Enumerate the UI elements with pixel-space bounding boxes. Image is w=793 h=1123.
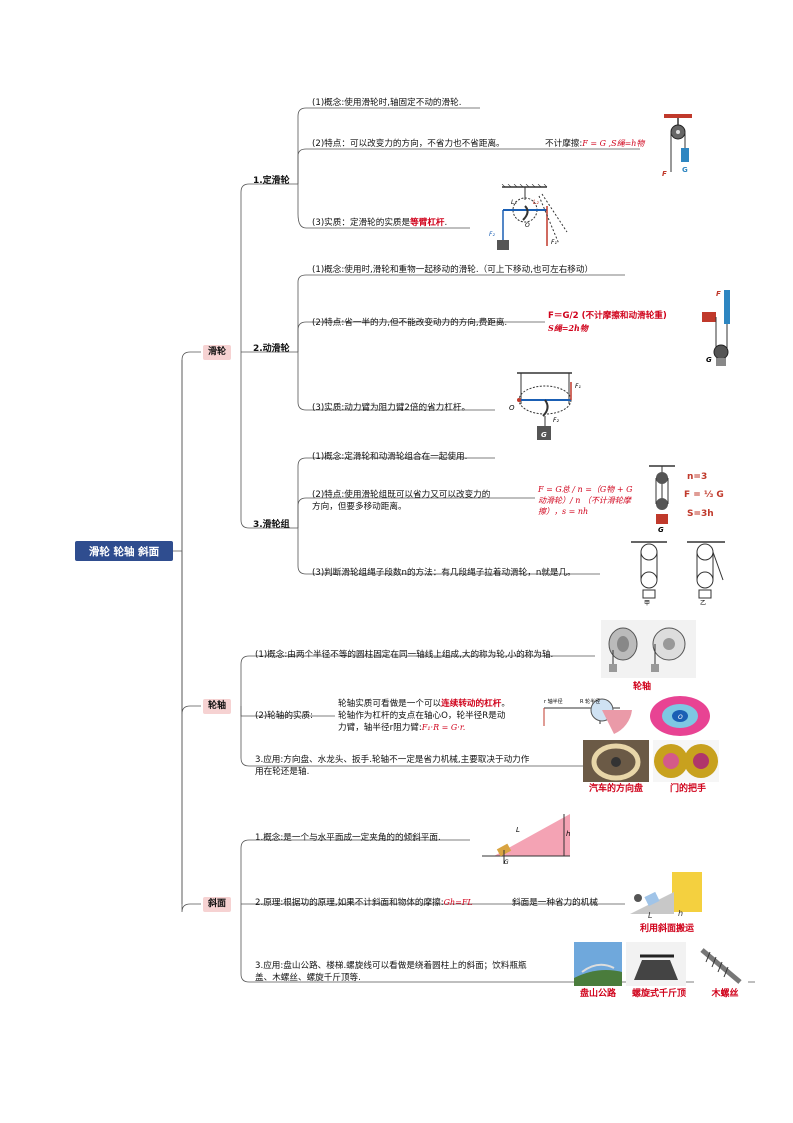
- incline-application-1: 3.应用:盘山公路、楼梯.螺旋线可以看做是绕着圆柱上的斜面；饮料瓶瓶: [255, 961, 527, 971]
- block-pulley-figure: G: [649, 465, 675, 534]
- svg-text:F: F: [662, 170, 667, 178]
- category-pulley[interactable]: 滑轮: [203, 345, 232, 360]
- incline-carry-figure: L h: [630, 872, 702, 920]
- svg-text:L₁: L₁: [511, 199, 517, 206]
- svg-text:F₂: F₂: [553, 417, 559, 424]
- wheel-essence-2: 轮轴作为杠杆的支点在轴心O，轮半径R是动: [338, 711, 506, 721]
- block-n-label: n=3: [687, 472, 708, 482]
- wheel-essence-1: 轮轴实质可看做是一个可以连续转动的杠杆。: [338, 699, 510, 709]
- fixed-friction-note: 不计摩擦:F = G ,S绳=h物: [545, 139, 645, 149]
- caption-door-handle: 门的把手: [669, 784, 706, 794]
- caption-steering-wheel: 汽车的方向盘: [588, 784, 643, 794]
- fig-label-a: 甲: [644, 600, 650, 606]
- svg-text:F₂: F₂: [489, 231, 495, 238]
- svg-text:G: G: [706, 356, 712, 364]
- svg-text:F₁: F₁: [575, 383, 581, 390]
- incline-principle: 2.原理:根据功的原理,如果不计斜面和物体的摩擦:Gh=FL: [255, 898, 473, 908]
- svg-text:G: G: [658, 526, 664, 534]
- block-judge: (3)判断滑轮组绳子段数n的方法：有几段绳子拉着动滑轮，n就是几。: [312, 568, 576, 578]
- movable-formula-1: F＝G/2 (不计摩擦和动滑轮重): [548, 311, 667, 321]
- movable-concept: (1)概念:使用时,滑轮和重物一起移动的滑轮.（可上下移动,也可左右移动）: [312, 265, 594, 275]
- fixed-essence: (3)实质：定滑轮的实质是等臂杠杆.: [312, 218, 448, 228]
- svg-text:O: O: [678, 714, 683, 721]
- incline-application-figure: [574, 942, 748, 986]
- block-formula: F = G总 / n =（G物 + G动滑轮）/ n （不计滑轮摩擦），s = …: [538, 485, 633, 516]
- fixed-pulley-lever-figure: L₁ L₂ O F₂ F₁: [489, 184, 568, 250]
- caption-wood-screw: 木螺丝: [711, 989, 739, 999]
- movable-feature: (2)特点:省一半的力,但不能改变动力的方向,费距离.: [312, 318, 508, 328]
- svg-text:F: F: [716, 290, 721, 298]
- svg-text:r 轴半径: r 轴半径: [544, 698, 563, 705]
- movable-essence: (3)实质:动力臂为阻力臂2倍的省力杠杆。: [312, 403, 471, 413]
- svg-text:L: L: [648, 911, 652, 920]
- connector-root-incline: [181, 551, 201, 913]
- svg-text:G: G: [541, 431, 547, 439]
- connector-root-pulley: [173, 351, 201, 552]
- svg-text:G: G: [504, 859, 509, 865]
- fixed-concept: (1)概念:使用滑轮时,轴固定不动的滑轮.: [312, 98, 462, 108]
- wheel-application-figure: [583, 740, 719, 782]
- wheel-axle-figure: [601, 620, 696, 678]
- incline-figure: L h G: [482, 814, 570, 865]
- block-feature-1: (2)特点:使用滑轮组既可以省力又可以改变力的: [312, 490, 491, 500]
- svg-text:F₁: F₁: [551, 239, 557, 246]
- movable-pulley-figure: F G: [702, 290, 730, 366]
- connector-pulley-fixed: [240, 183, 298, 352]
- svg-text:h: h: [678, 909, 683, 918]
- caption-wheel-axle: 轮轴: [632, 682, 651, 692]
- svg-text:O: O: [509, 404, 515, 412]
- svg-text:G: G: [682, 166, 688, 174]
- fixed-pulley-figure: G F: [662, 114, 692, 178]
- incline-principle-note: 斜面是一种省力的机械: [512, 898, 598, 908]
- wheel-concept: (1)概念:由两个半径不等的圆柱固定在同一轴线上组成,大的称为轮,小的称为轴.: [255, 650, 554, 660]
- svg-text:R 轮半径: R 轮半径: [580, 698, 600, 705]
- incline-concept: 1.概念:是一个与水平面成一定夹角的的倾斜平面.: [255, 833, 441, 843]
- svg-text:L: L: [516, 826, 520, 834]
- category-wheel-axle[interactable]: 轮轴: [203, 699, 232, 714]
- svg-text:L₂: L₂: [533, 199, 539, 206]
- block-comparison-figure: 甲 乙: [631, 541, 725, 606]
- fig-label-b: 乙: [700, 600, 706, 606]
- branch-fixed-pulley[interactable]: 1.定滑轮: [253, 176, 290, 186]
- wheel-essence-3: 力臂，轴半径r阻力臂:F₁·R = G·r.: [338, 723, 466, 733]
- caption-screw-jack: 螺旋式千斤顶: [631, 989, 686, 999]
- incline-application-2: 盖、木螺丝、螺旋千斤顶等.: [255, 973, 361, 983]
- movable-formula-2: S绳=2h物: [548, 323, 588, 333]
- movable-pulley-lever-figure: G O F₁ F₂: [509, 372, 581, 440]
- svg-text:h: h: [566, 830, 570, 838]
- fixed-feature: (2)特点：可以改变力的方向，不省力也不省距离。: [312, 139, 505, 149]
- branch-movable-pulley[interactable]: 2.动滑轮: [253, 344, 290, 354]
- branch-pulley-block[interactable]: 3.滑轮组: [253, 520, 290, 530]
- connector-root-wheel: [181, 551, 201, 715]
- root-node[interactable]: 滑轮 轮轴 斜面: [75, 541, 173, 561]
- block-feature-2: 方向，但要多移动距离。: [312, 502, 407, 512]
- connector-pulley-block: [240, 352, 298, 529]
- wheel-essence-label: (2)轮轴的实质:: [255, 711, 314, 721]
- wheel-application-1: 3.应用:方向盘、水龙头、扳手.轮轴不一定是省力机械,主要取决于动力作: [255, 755, 530, 765]
- category-incline[interactable]: 斜面: [203, 897, 232, 912]
- wheel-lever-figure: r 轴半径 R 轮半径 O: [543, 696, 710, 736]
- block-s-label: S=3h: [687, 509, 714, 519]
- caption-incline-carry: 利用斜面搬运: [639, 924, 694, 934]
- svg-text:O: O: [525, 222, 530, 229]
- block-f-label: F = ⅓ G: [684, 490, 724, 500]
- caption-mountain-road: 盘山公路: [579, 989, 616, 999]
- wheel-application-2: 用在轮还是轴.: [255, 767, 310, 777]
- block-concept: (1)概念:定滑轮和动滑轮组合在一起使用.: [312, 452, 468, 462]
